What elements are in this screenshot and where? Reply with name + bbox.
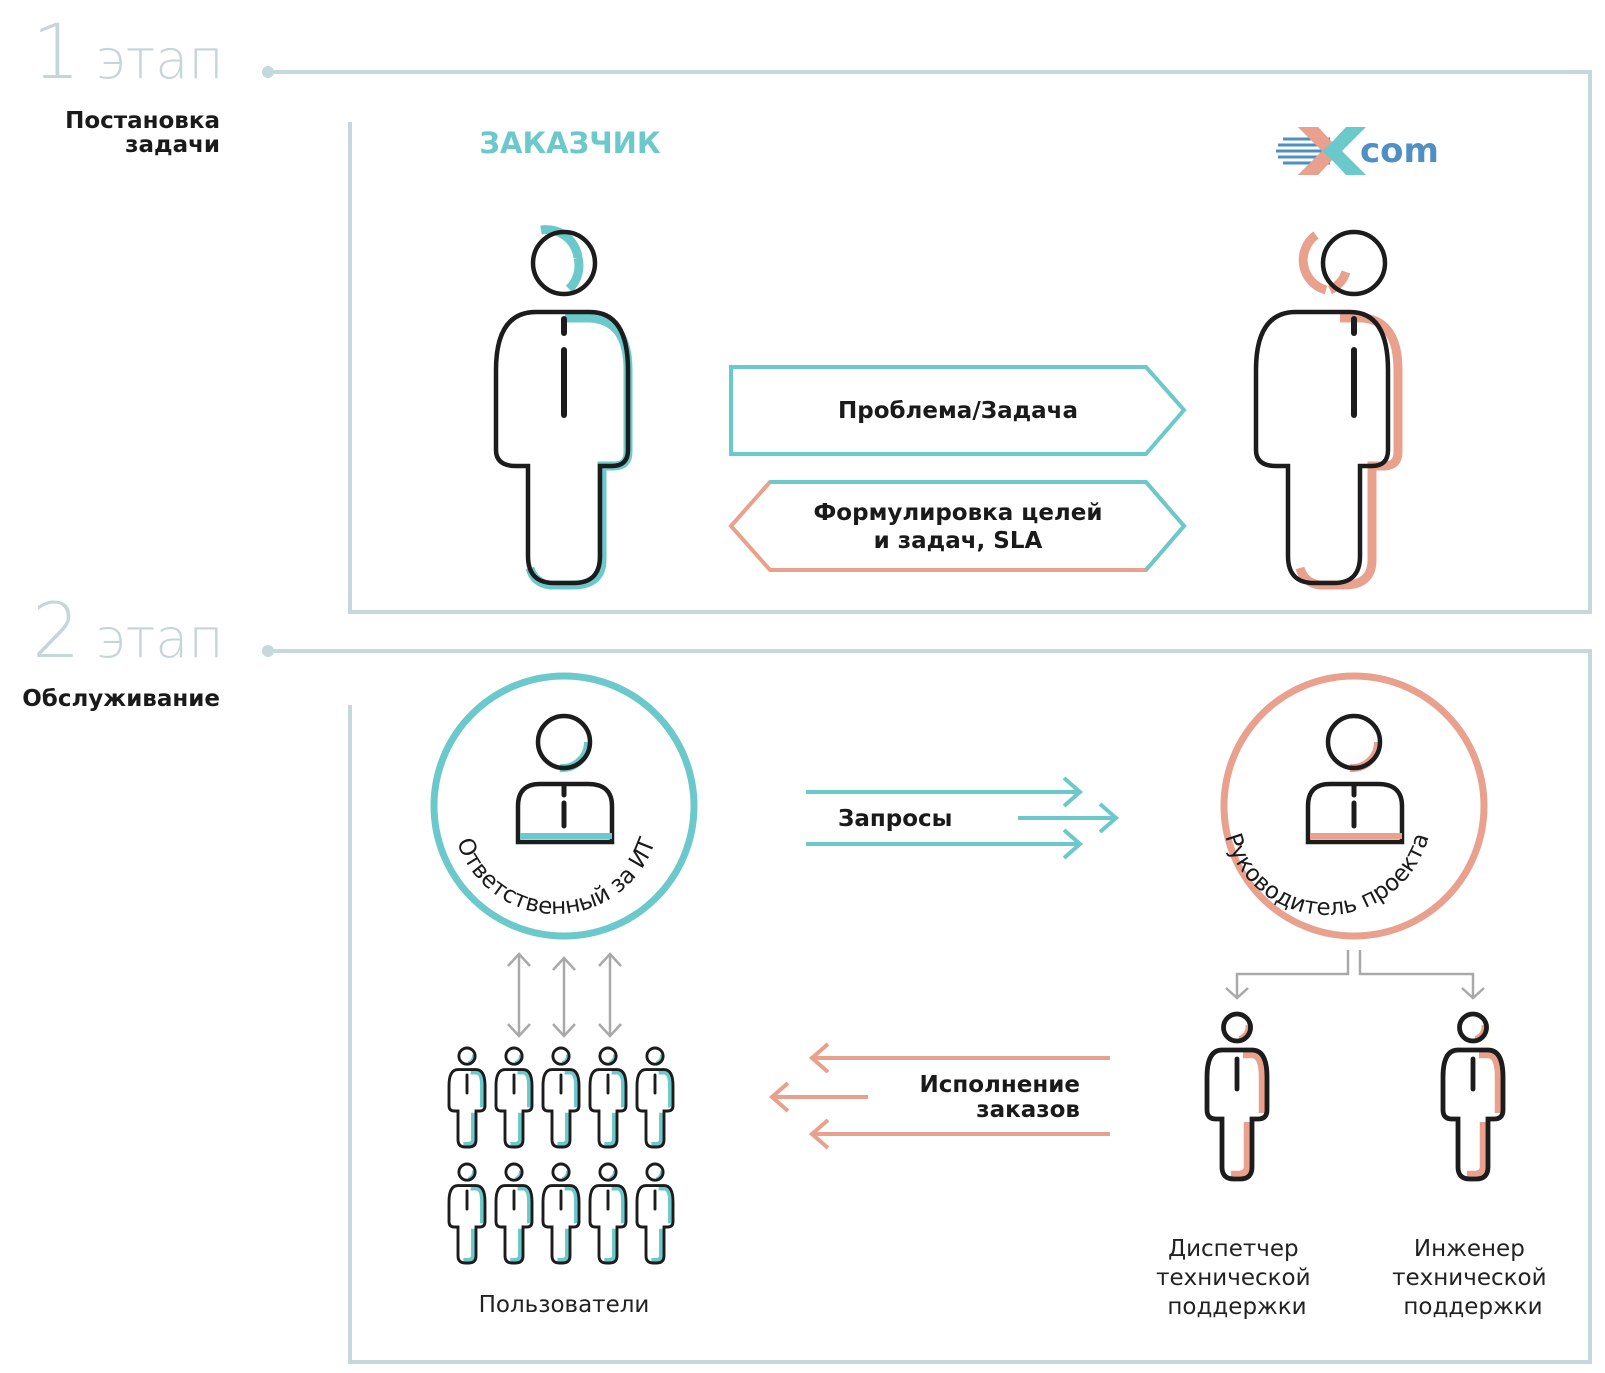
requests-label: Запросы [838,806,952,832]
stage1-title-line2: задачи [125,132,220,158]
engineer-icon [1440,1011,1506,1182]
customer-person-icon [493,225,633,590]
stage2-word: этап [96,607,224,670]
dispatcher-icon [1204,1011,1270,1182]
xcom-logo: com [1276,127,1439,175]
logo-text: com [1360,131,1439,171]
user-icon-1 [447,1046,487,1149]
dispatcher-line3: поддержки [1167,1294,1306,1320]
execution-label-line2: заказов [976,1097,1080,1123]
problem-label: Проблема/Задача [838,398,1078,424]
engineer-line3: поддержки [1403,1294,1542,1320]
requests-arrows [806,776,1120,860]
pm-branch-arrows [1225,950,1485,1000]
stage2-title: Обслуживание [22,686,220,712]
users-group [447,1046,675,1265]
person-icon [1325,713,1383,771]
stage2-frame [262,645,1592,1364]
engineer-person-icon [1440,1011,1506,1182]
goals-arrow: Формулировка целей и задач, SLA [728,480,1187,572]
it-users-arrows [507,952,622,1038]
user-icon-3 [541,1046,581,1149]
stage1-number: 1 [32,7,80,96]
stage1-title-line1: Постановка [65,108,220,134]
stage1-word: этап [96,28,224,91]
user-icon-8 [541,1162,581,1265]
dispatcher-line1: Диспетчер [1168,1236,1299,1262]
stage2-number: 2 [32,586,80,675]
goals-label-line1: Формулировка целей [814,500,1103,526]
goals-label-line2: и задач, SLA [874,528,1043,554]
execution-arrows [768,1042,1110,1150]
customer-label: ЗАКАЗЧИК [479,126,661,160]
users-label: Пользователи [479,1292,650,1318]
user-icon-7 [494,1162,534,1265]
engineer-line1: Инженер [1414,1236,1525,1262]
user-icon-6 [447,1162,487,1265]
contractor-person-icon [1253,229,1403,590]
user-icon-2 [494,1046,534,1149]
project-manager-node: Руководитель проекта [1219,672,1488,940]
user-icon-4 [588,1046,628,1149]
user-icon-9 [588,1162,628,1265]
user-icon-5 [635,1046,675,1149]
it-responsible-node: Ответственный за ИТ [430,672,698,940]
dispatcher-label: Диспетчер технической поддержки [1156,1236,1318,1320]
execution-label-line1: Исполнение [919,1072,1080,1098]
dispatcher-line2: технической [1156,1265,1310,1291]
user-icon-10 [635,1162,675,1265]
person-icon [535,713,593,771]
problem-arrow: Проблема/Задача [729,365,1187,456]
dispatcher-person-icon [1204,1011,1270,1182]
engineer-line2: технической [1392,1265,1546,1291]
engineer-label: Инженер технической поддержки [1392,1236,1554,1320]
stage1-frame [262,66,1592,614]
